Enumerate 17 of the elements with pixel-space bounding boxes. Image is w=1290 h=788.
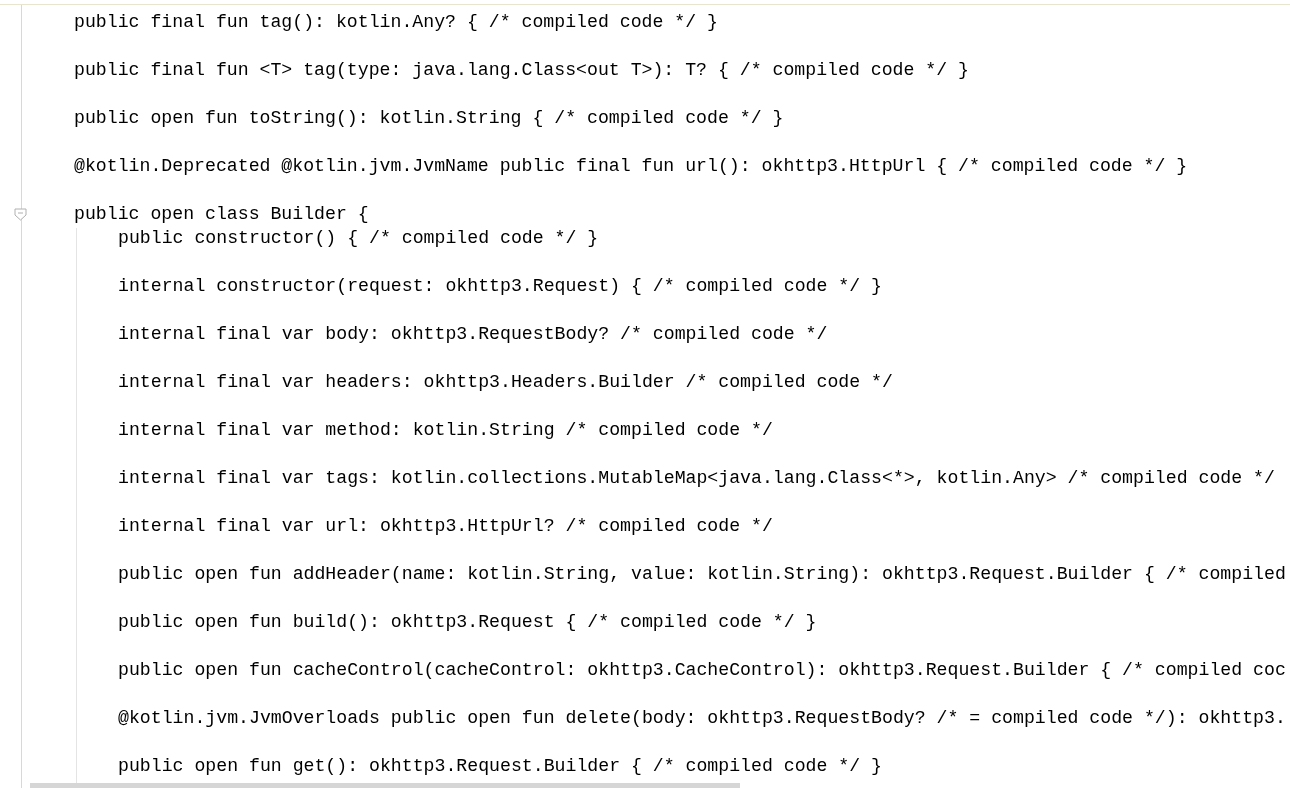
- code-line: internal final var headers: okhttp3.Headers.Builder /* compiled code */: [118, 371, 893, 393]
- code-line: public open fun toString(): kotlin.String { /* compiled code */ }: [74, 107, 784, 129]
- code-line: public final fun tag(): kotlin.Any? { /* compiled code */ }: [74, 11, 718, 33]
- code-line: public open fun addHeader(name: kotlin.String, value: kotlin.String): okhttp3.Request.Builder { /* compiled: [118, 563, 1286, 585]
- code-line: internal final var method: kotlin.String /* compiled code */: [118, 419, 773, 441]
- code-line: public final fun <T> tag(type: java.lang.Class<out T>): T? { /* compiled code */ }: [74, 59, 969, 81]
- code-line: internal constructor(request: okhttp3.Request) { /* compiled code */ }: [118, 275, 882, 297]
- code-line: @kotlin.jvm.JvmOverloads public open fun delete(body: okhttp3.RequestBody? /* = compiled code */): okhttp3.: [118, 707, 1286, 729]
- code-line: public open class Builder {: [74, 203, 369, 225]
- code-line: internal final var url: okhttp3.HttpUrl? /* compiled code */: [118, 515, 773, 537]
- code-line: public open fun cacheControl(cacheControl: okhttp3.CacheControl): okhttp3.Request.Builder { /* compiled coc: [118, 659, 1286, 681]
- code-line: internal final var tags: kotlin.collections.MutableMap<java.lang.Class<*>, kotlin.Any> /* compiled code */: [118, 467, 1275, 489]
- code-line: public open fun build(): okhttp3.Request { /* compiled code */ }: [118, 611, 817, 633]
- code-line: public open fun get(): okhttp3.Request.Builder { /* compiled code */ }: [118, 755, 882, 777]
- code-line: public constructor() { /* compiled code */ }: [118, 227, 599, 249]
- code-line: internal final var body: okhttp3.RequestBody? /* compiled code */: [118, 323, 828, 345]
- code-line: @kotlin.Deprecated @kotlin.jvm.JvmName public final fun url(): okhttp3.HttpUrl { /* compiled code */ }: [74, 155, 1188, 177]
